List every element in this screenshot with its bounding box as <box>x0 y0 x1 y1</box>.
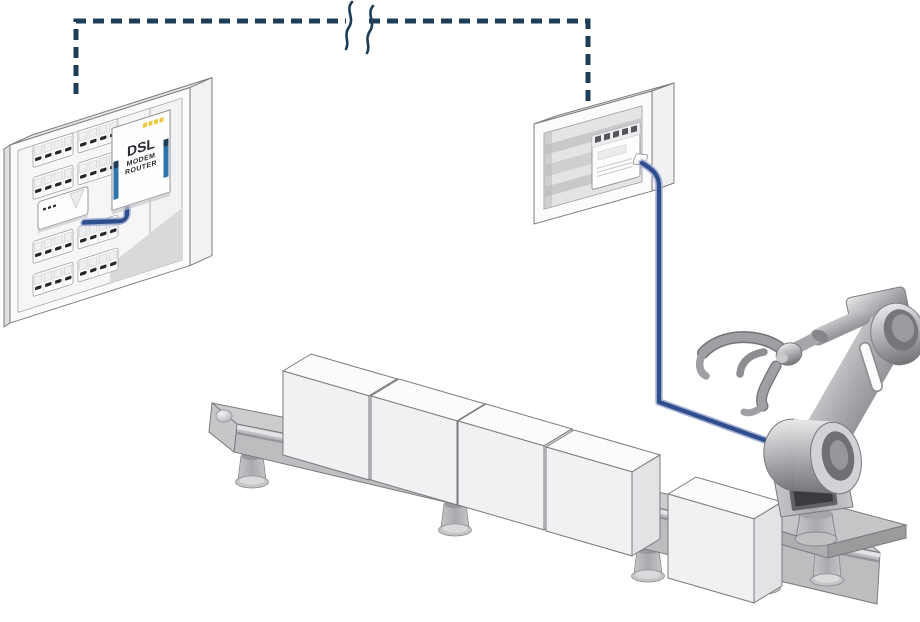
distribution-cabinet: DSL MODEM ROUTER <box>3 76 213 328</box>
powerline-adapter <box>37 186 89 234</box>
adapter-fold <box>69 188 85 209</box>
cabinet-right-face <box>189 76 213 267</box>
adapter-robot-cable <box>638 159 774 446</box>
robot-gripper <box>695 331 785 417</box>
plate-front-right-face <box>827 524 907 559</box>
wall-mounted-box <box>533 82 675 225</box>
robot-arm-slot <box>859 342 883 392</box>
modem-adapter-cable <box>80 195 131 227</box>
modem-port-bars <box>113 138 169 200</box>
dsl-modem-router: DSL MODEM ROUTER <box>111 109 171 215</box>
din-rail-adapter <box>591 122 649 190</box>
powerline-dashed-link <box>73 0 591 106</box>
wavy-break-icon <box>344 0 375 55</box>
robot-wrist <box>775 342 803 366</box>
cabinet-inner-shadow <box>110 208 182 284</box>
cabinet-left-face <box>3 144 11 328</box>
robot-lower-joint <box>763 418 862 495</box>
robot-upper-joint <box>870 302 920 366</box>
modem-led-strip <box>143 117 164 129</box>
robot-arm <box>695 286 920 547</box>
